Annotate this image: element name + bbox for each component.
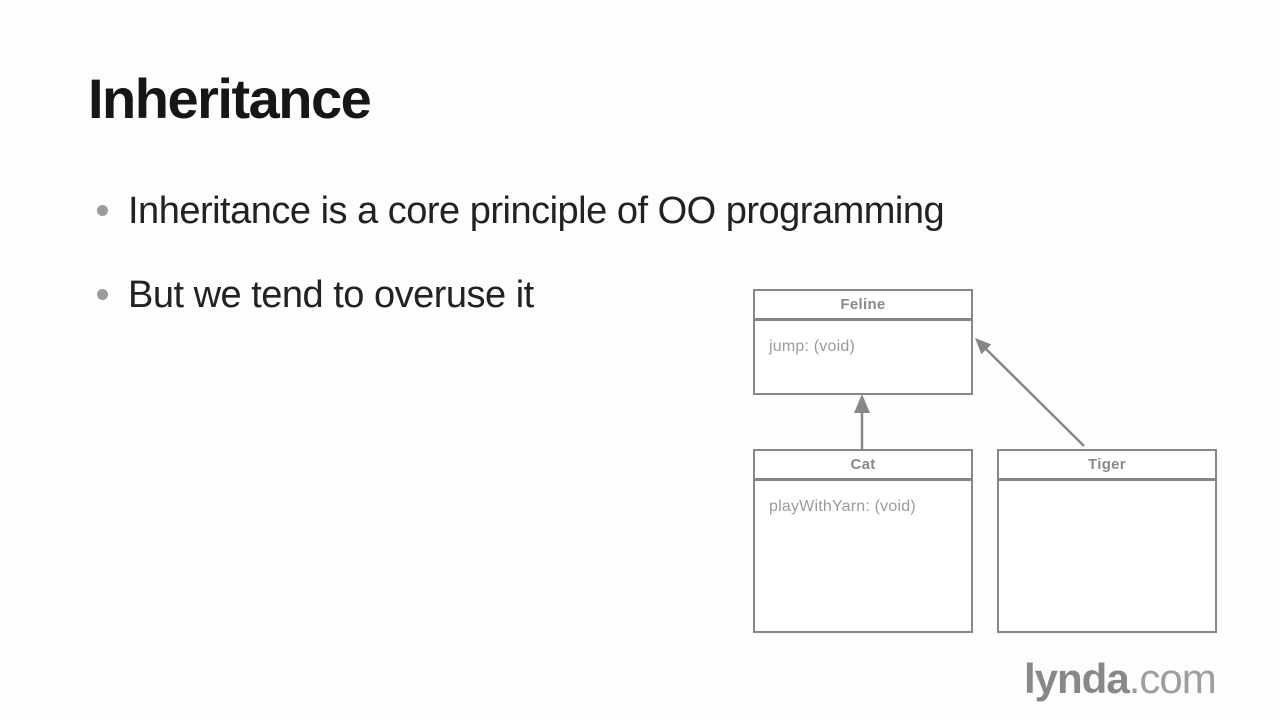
logo-suffix: .com: [1128, 655, 1217, 702]
inheritance-arrow-cat-feline: [854, 394, 870, 449]
inheritance-arrows: [854, 338, 1085, 449]
class-header: Tiger: [999, 451, 1215, 481]
lynda-logo: lynda.com: [1024, 655, 1217, 703]
inheritance-arrow-tiger-feline: [975, 338, 1085, 447]
class-header: Feline: [755, 291, 971, 321]
class-box-tiger: Tiger: [997, 449, 1217, 633]
bullet-dot-icon: [97, 205, 108, 216]
bullet-text: But we tend to overuse it: [128, 274, 534, 316]
logo-primary: lynda: [1024, 655, 1130, 702]
class-member: jump: (void): [769, 338, 855, 355]
bullet-item: But we tend to overuse it: [95, 272, 944, 318]
class-member: playWithYarn: (void): [769, 498, 916, 515]
bullet-list: Inheritance is a core principle of OO pr…: [95, 188, 945, 356]
class-header: Cat: [755, 451, 971, 481]
bullet-dot-icon: [97, 289, 108, 300]
bullet-text: Inheritance is a core principle of OO pr…: [128, 190, 945, 232]
class-box-feline: Feline jump: (void): [753, 289, 973, 395]
bullet-item: Inheritance is a core principle of OO pr…: [95, 188, 945, 234]
class-box-cat: Cat playWithYarn: (void): [753, 449, 973, 633]
page-title: Inheritance: [88, 67, 372, 130]
uml-diagram: Feline jump: (void) Cat playWithYarn: (v…: [730, 280, 1240, 650]
